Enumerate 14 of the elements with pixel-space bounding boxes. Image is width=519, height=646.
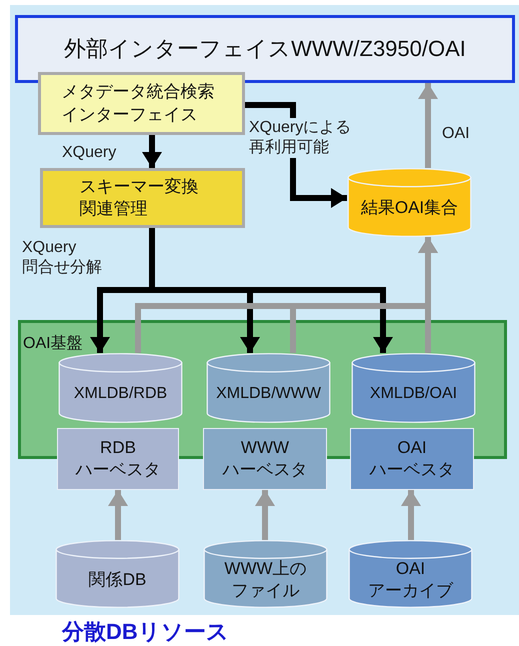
arrow [401, 490, 421, 540]
process-box: メタデータ統合検索インターフェイス [38, 72, 245, 135]
section-title: OAI基盤 [23, 334, 83, 354]
harvester-box: WWW ハーベスタ [203, 428, 327, 490]
caption: 分散DBリソース [62, 618, 229, 646]
arrow [255, 490, 275, 540]
harvester-box: RDB ハーベスタ [57, 428, 179, 490]
harvester-box: OAI ハーベスタ [350, 428, 474, 490]
header-box: 外部インターフェイスWWW/Z3950/OAI [15, 15, 515, 83]
edge-label: XQuery [60, 143, 118, 163]
arrow [142, 135, 162, 168]
arrow [108, 490, 128, 540]
process-box: スキーマー変換関連管理 [40, 168, 245, 228]
arrow [418, 83, 438, 168]
